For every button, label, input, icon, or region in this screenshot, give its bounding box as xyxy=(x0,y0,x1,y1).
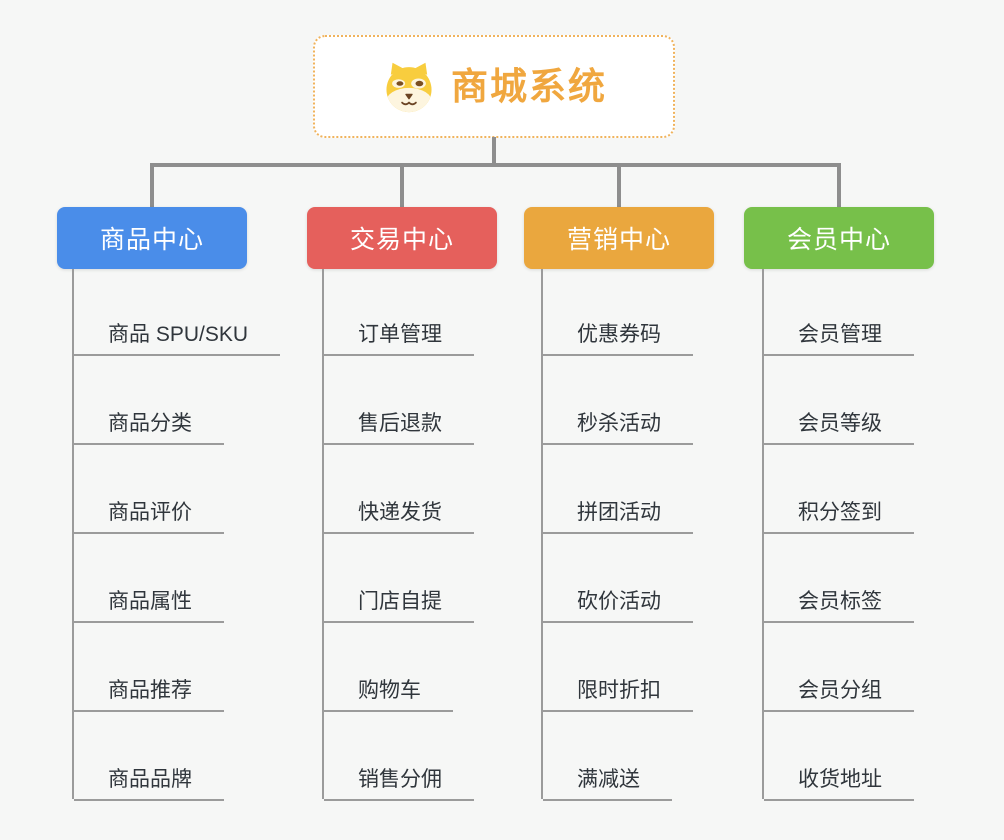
leaf-node[interactable]: 会员管理 xyxy=(764,320,914,356)
leaf-node[interactable]: 门店自提 xyxy=(324,587,474,623)
connector-horizontal-bar xyxy=(150,163,841,167)
leaf-node[interactable]: 销售分佣 xyxy=(324,765,474,801)
branch-marketing-children: 优惠券码 秒杀活动 拼团活动 砍价活动 限时折扣 满减送 xyxy=(541,269,773,801)
connector-drop-product xyxy=(150,165,154,208)
leaf-node[interactable]: 会员标签 xyxy=(764,587,914,623)
leaf-node[interactable]: 收货地址 xyxy=(764,765,914,801)
leaf-node[interactable]: 商品 SPU/SKU xyxy=(74,320,281,356)
leaf-node[interactable]: 会员分组 xyxy=(764,676,914,712)
leaf-node[interactable]: 优惠券码 xyxy=(543,320,693,356)
leaf-node[interactable]: 商品属性 xyxy=(74,587,224,623)
branch-trade-center[interactable]: 交易中心 xyxy=(307,207,497,269)
leaf-node[interactable]: 商品推荐 xyxy=(74,676,224,712)
leaf-node[interactable]: 商品评价 xyxy=(74,498,224,534)
leaf-node[interactable]: 拼团活动 xyxy=(543,498,693,534)
leaf-node[interactable]: 积分签到 xyxy=(764,498,914,534)
leaf-node[interactable]: 订单管理 xyxy=(324,320,474,356)
branch-product-children: 商品 SPU/SKU 商品分类 商品评价 商品属性 商品推荐 商品品牌 xyxy=(72,269,304,801)
leaf-node[interactable]: 售后退款 xyxy=(324,409,474,445)
branch-product-center[interactable]: 商品中心 xyxy=(57,207,247,269)
leaf-node[interactable]: 快递发货 xyxy=(324,498,474,534)
leaf-node[interactable]: 满减送 xyxy=(543,765,672,801)
dog-face-icon xyxy=(381,61,437,113)
branch-member-children: 会员管理 会员等级 积分签到 会员标签 会员分组 收货地址 xyxy=(762,269,994,801)
connector-drop-member xyxy=(837,165,841,208)
branch-label: 交易中心 xyxy=(349,226,454,254)
branch-label: 商品中心 xyxy=(99,226,204,254)
leaf-node[interactable]: 商品品牌 xyxy=(74,765,224,801)
leaf-node[interactable]: 限时折扣 xyxy=(543,676,693,712)
branch-label: 营销中心 xyxy=(566,226,671,254)
branch-trade-children: 订单管理 售后退款 快递发货 门店自提 购物车 销售分佣 xyxy=(322,269,554,801)
connector-drop-trade xyxy=(400,165,404,208)
leaf-node[interactable]: 砍价活动 xyxy=(543,587,693,623)
leaf-node[interactable]: 会员等级 xyxy=(764,409,914,445)
leaf-node[interactable]: 购物车 xyxy=(324,676,453,712)
branch-label: 会员中心 xyxy=(786,226,891,254)
leaf-node[interactable]: 秒杀活动 xyxy=(543,409,693,445)
connector-stem xyxy=(492,137,496,165)
connector-drop-marketing xyxy=(617,165,621,208)
leaf-node[interactable]: 商品分类 xyxy=(74,409,224,445)
root-title: 商城系统 xyxy=(451,66,607,107)
root-node[interactable]: 商城系统 xyxy=(313,35,675,138)
branch-member-center[interactable]: 会员中心 xyxy=(744,207,934,269)
branch-marketing-center[interactable]: 营销中心 xyxy=(524,207,714,269)
